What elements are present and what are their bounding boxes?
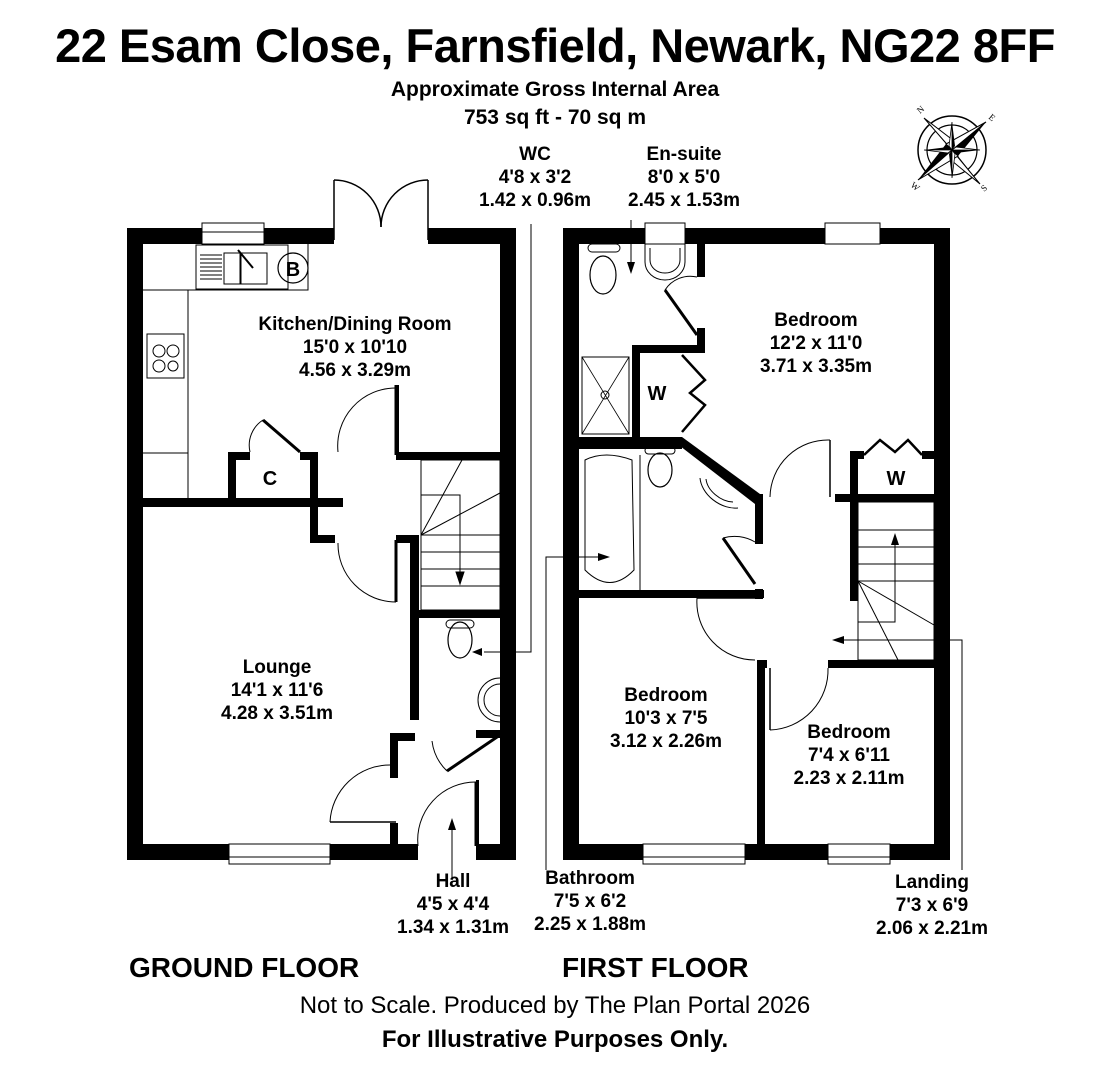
room-name: Hall <box>435 871 471 892</box>
area-label: Approximate Gross Internal Area <box>390 78 720 101</box>
room-imperial: 12'2 x 11'0 <box>769 333 863 354</box>
room-label-bedroom-3: Bedroom 7'4 x 6'11 2.23 x 2.11m <box>794 721 905 790</box>
ground-floor-plan: C B <box>127 179 532 880</box>
disclaimer-text: Not to Scale. Produced by The Plan Porta… <box>299 992 811 1019</box>
room-imperial: 4'8 x 3'2 <box>498 167 572 188</box>
first-floor-plan: W W <box>545 220 963 870</box>
area-value: 753 sq ft - 70 sq m <box>463 106 647 129</box>
room-metric: 2.45 x 1.53m <box>628 190 740 211</box>
boiler-label: B <box>286 259 300 281</box>
wardrobe-label-2: W <box>887 468 906 490</box>
compass-rose-icon: N E S W <box>909 103 998 194</box>
room-imperial: 15'0 x 10'10 <box>302 337 408 358</box>
room-name: Bedroom <box>774 310 858 331</box>
room-label-wc: WC 4'8 x 3'2 1.42 x 0.96m <box>479 143 591 212</box>
room-metric: 2.25 x 1.88m <box>534 914 646 935</box>
room-imperial: 10'3 x 7'5 <box>624 708 708 729</box>
room-imperial: 7'5 x 6'2 <box>553 891 627 912</box>
cupboard-label: C <box>263 468 277 490</box>
compass-south-label: S <box>979 183 989 194</box>
room-name: Landing <box>895 872 969 893</box>
room-metric: 4.28 x 3.51m <box>221 703 333 724</box>
room-metric: 1.42 x 0.96m <box>479 190 591 211</box>
property-address: 22 Esam Close, Farnsfield, Newark, NG22 … <box>55 19 1055 72</box>
room-metric: 3.71 x 3.35m <box>760 356 872 377</box>
room-name: Bedroom <box>624 685 708 706</box>
room-label-bedroom-1: Bedroom 12'2 x 11'0 3.71 x 3.35m <box>760 309 872 378</box>
room-label-bedroom-2: Bedroom 10'3 x 7'5 3.12 x 2.26m <box>610 684 722 753</box>
room-metric: 2.06 x 2.21m <box>876 918 988 939</box>
compass-north-label: N <box>915 103 927 115</box>
room-metric: 1.34 x 1.31m <box>397 917 509 938</box>
room-metric: 3.12 x 2.26m <box>610 731 722 752</box>
room-name: En-suite <box>646 144 722 165</box>
room-imperial: 8'0 x 5'0 <box>647 167 721 188</box>
room-name: Bathroom <box>545 868 635 889</box>
first-floor-label: FIRST FLOOR <box>562 952 749 983</box>
ground-floor-label: GROUND FLOOR <box>129 952 360 983</box>
room-metric: 4.56 x 3.29m <box>299 360 411 381</box>
room-name: Lounge <box>242 657 312 678</box>
room-label-hall: Hall 4'5 x 4'4 1.34 x 1.31m <box>397 870 509 939</box>
room-imperial: 7'4 x 6'11 <box>808 745 890 766</box>
purpose-text: For Illustrative Purposes Only. <box>381 1026 729 1053</box>
room-imperial: 7'3 x 6'9 <box>895 895 969 916</box>
room-metric: 2.23 x 2.11m <box>793 768 905 789</box>
room-name: Bedroom <box>807 722 891 743</box>
room-label-ensuite: En-suite 8'0 x 5'0 2.45 x 1.53m <box>628 143 740 212</box>
room-name: Kitchen/Dining Room <box>258 314 452 335</box>
compass-east-label: E <box>987 112 998 124</box>
room-imperial: 4'5 x 4'4 <box>416 894 490 915</box>
room-imperial: 14'1 x 11'6 <box>230 680 324 701</box>
room-label-landing: Landing 7'3 x 6'9 2.06 x 2.21m <box>876 871 988 940</box>
room-name: WC <box>519 144 551 165</box>
room-label-kitchen: Kitchen/Dining Room 15'0 x 10'10 4.56 x … <box>258 313 451 382</box>
wardrobe-label-1: W <box>648 383 667 405</box>
room-label-lounge: Lounge 14'1 x 11'6 4.28 x 3.51m <box>221 656 333 725</box>
room-label-bathroom: Bathroom 7'5 x 6'2 2.25 x 1.88m <box>534 867 646 936</box>
